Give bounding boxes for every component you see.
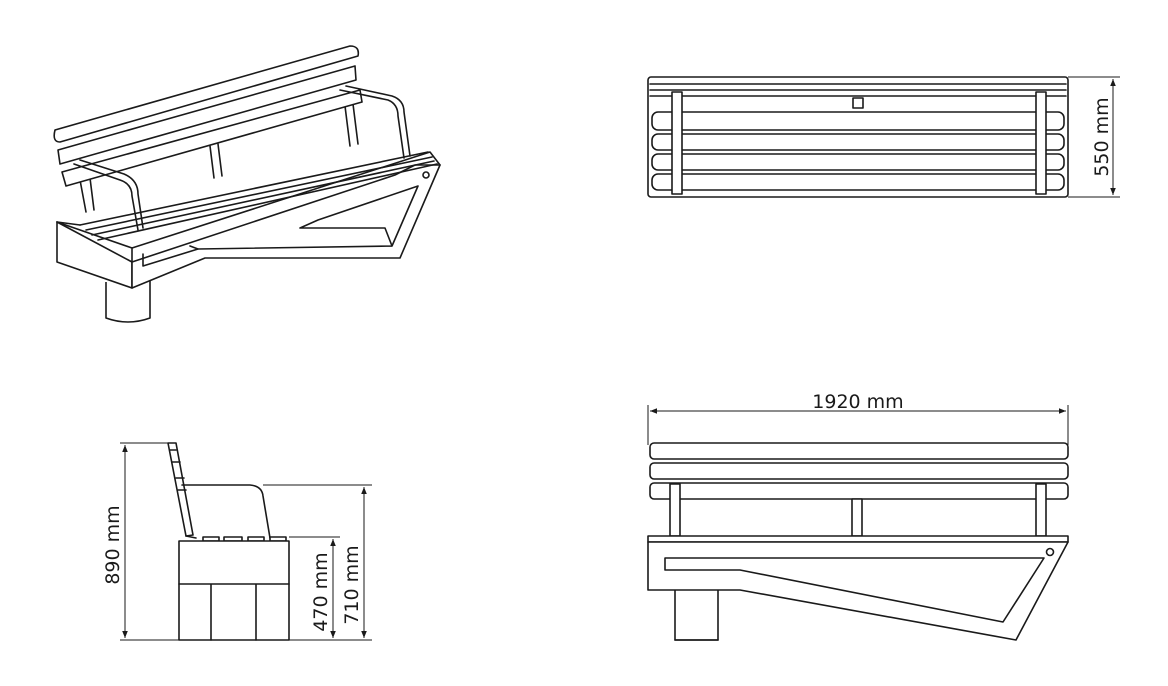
total-height-label: 890 mm [102, 505, 124, 584]
depth-dimension-label: 550 mm [1091, 97, 1113, 176]
plan-view: 550 mm [647, 76, 1120, 198]
armrest-height-label: 710 mm [341, 545, 363, 624]
width-dimension-label: 1920 mm [812, 391, 903, 413]
seat-height-label: 470 mm [310, 552, 332, 631]
front-view: 1920 mm [647, 391, 1069, 641]
isometric-view [53, 45, 441, 323]
side-view: 890 mm 470 mm 710 mm [102, 442, 372, 641]
